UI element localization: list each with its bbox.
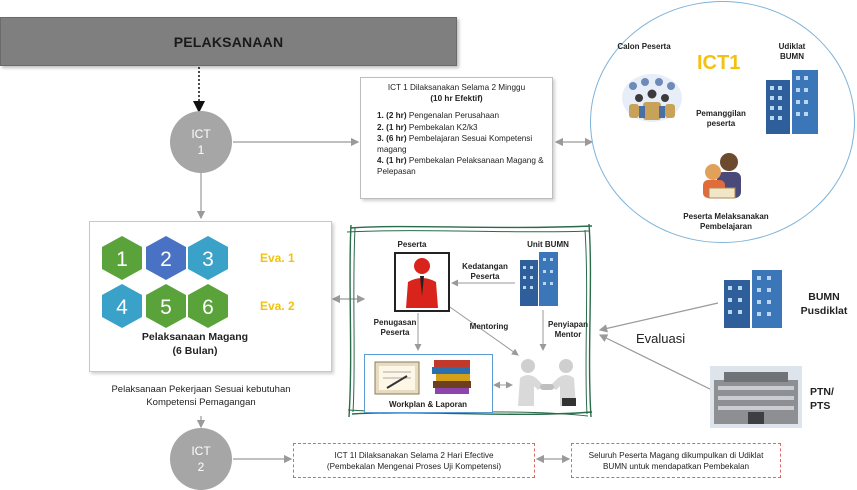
person-icon xyxy=(394,252,450,312)
unit-bumn-label: Unit BUMN xyxy=(527,240,569,249)
final-box-line2: BUMN untuk mendapatkan Pembekalan xyxy=(602,461,750,471)
bumn-pusdiklat-label: BUMN Pusdiklat xyxy=(800,291,848,317)
eva2-label: Eva. 2 xyxy=(260,299,295,313)
ict1-circle: ICT 1 xyxy=(170,111,232,173)
svg-text:1: 1 xyxy=(116,248,128,271)
books-icon xyxy=(432,360,471,394)
calon-peserta-label: Calon Peserta xyxy=(617,42,671,51)
workplan-label: Workplan & Laporan xyxy=(388,400,468,409)
ict2-circle-line1: ICT xyxy=(191,444,211,458)
ict2-detail-box: ICT 1I Dilaksanakan Selama 2 Hari Efecti… xyxy=(293,443,535,478)
magang-subtitle: (6 Bulan) xyxy=(172,345,218,357)
svg-text:2: 2 xyxy=(160,248,172,271)
penugasan-label: Penugasan Peserta xyxy=(373,318,417,337)
hexagon-4: 4 xyxy=(102,284,142,328)
ict1-item: 3. (6 hr) Pembelajaran Sesuai Kompetensi… xyxy=(377,134,533,154)
ict2-box-line1: ICT 1I Dilaksanakan Selama 2 Hari Efecti… xyxy=(334,450,494,460)
hexagon-3: 3 xyxy=(188,236,228,280)
evaluasi-label: Evaluasi xyxy=(636,331,686,346)
pemanggilan-label: Pemanggilan peserta xyxy=(696,109,746,128)
pelaksanaan-text: Pelaksanaan Pekerjaan Sesuai kebutuhan K… xyxy=(111,384,291,408)
crowd-icon xyxy=(622,74,682,122)
ict2-box-line2: (Pembekalan Mengenai Proses Uji Kompeten… xyxy=(326,461,502,471)
kedatangan-label: Kedatangan Peserta xyxy=(462,262,508,281)
ptn-pts-label: PTN/ PTS xyxy=(810,386,834,412)
ict1-box-line2: (10 hr Efektif) xyxy=(430,93,483,103)
svg-text:6: 6 xyxy=(202,296,214,319)
ict1-item: 1. (2 hr) Pengenalan Perusahaan xyxy=(377,111,500,120)
ict1-cluster-title: ICT1 xyxy=(697,52,741,74)
penyiapan-label: Penyiapan Mentor xyxy=(547,320,588,339)
svg-text:3: 3 xyxy=(202,248,214,271)
udiklat-label: Udiklat BUMN xyxy=(778,42,806,61)
mentoring-label: Mentoring xyxy=(469,322,509,331)
ict1-box-line1: ICT 1 Dilaksanakan Selama 2 Minggu xyxy=(387,83,526,92)
evaluasi-line-ptn xyxy=(598,334,719,394)
hexagon-5: 5 xyxy=(146,284,186,328)
hexagon-6: 6 xyxy=(188,284,228,328)
handshake-icon xyxy=(518,359,576,406)
hexagon-grid: 1 2 3 4 5 6 xyxy=(102,236,228,328)
evaluasi-line-bumn xyxy=(598,302,719,333)
ict2-circle: ICT 2 xyxy=(170,428,232,490)
hexagon-1: 1 xyxy=(102,236,142,280)
peserta-label: Peserta xyxy=(397,240,427,249)
ict1-items: 1. (2 hr) Pengenalan Perusahaan 2. (1 hr… xyxy=(367,111,546,177)
melaksanakan-label: Peserta Melaksanakan Pembelajaran xyxy=(683,212,769,231)
hexagon-2: 2 xyxy=(146,236,186,280)
magang-title: Pelaksanaan Magang xyxy=(141,331,249,343)
final-box-line1: Seluruh Peserta Magang dikumpulkan di Ud… xyxy=(588,450,764,460)
bumn-pusdiklat-building-icon xyxy=(724,270,782,328)
ict1-item: 2. (1 hr) Pembekalan K2/k3 xyxy=(377,122,478,132)
header-title: PELAKSANAAN xyxy=(173,33,284,50)
ict1-item: 4. (1 hr) Pembekalan Pelaksanaan Magang … xyxy=(377,156,544,176)
center-panel-frame xyxy=(346,223,593,418)
ict2-circle-line2: 2 xyxy=(197,460,205,474)
ict1-circle-line2: 1 xyxy=(197,143,205,157)
ptn-building-photo xyxy=(710,366,802,428)
svg-text:5: 5 xyxy=(160,296,172,319)
document-icon xyxy=(374,361,420,395)
students-icon xyxy=(703,153,741,199)
svg-text:4: 4 xyxy=(116,296,128,319)
unit-bumn-building-icon xyxy=(520,252,558,306)
header-bar: PELAKSANAAN xyxy=(0,17,457,66)
eva1-label: Eva. 1 xyxy=(260,251,295,265)
ict1-detail-box: ICT 1 Dilaksanakan Selama 2 Minggu (10 h… xyxy=(360,77,553,199)
ict1-circle-line1: ICT xyxy=(191,127,211,141)
center-mentoring-arrow xyxy=(446,304,519,356)
udiklat-building-icon xyxy=(766,70,818,134)
final-box: Seluruh Peserta Magang dikumpulkan di Ud… xyxy=(571,443,781,478)
